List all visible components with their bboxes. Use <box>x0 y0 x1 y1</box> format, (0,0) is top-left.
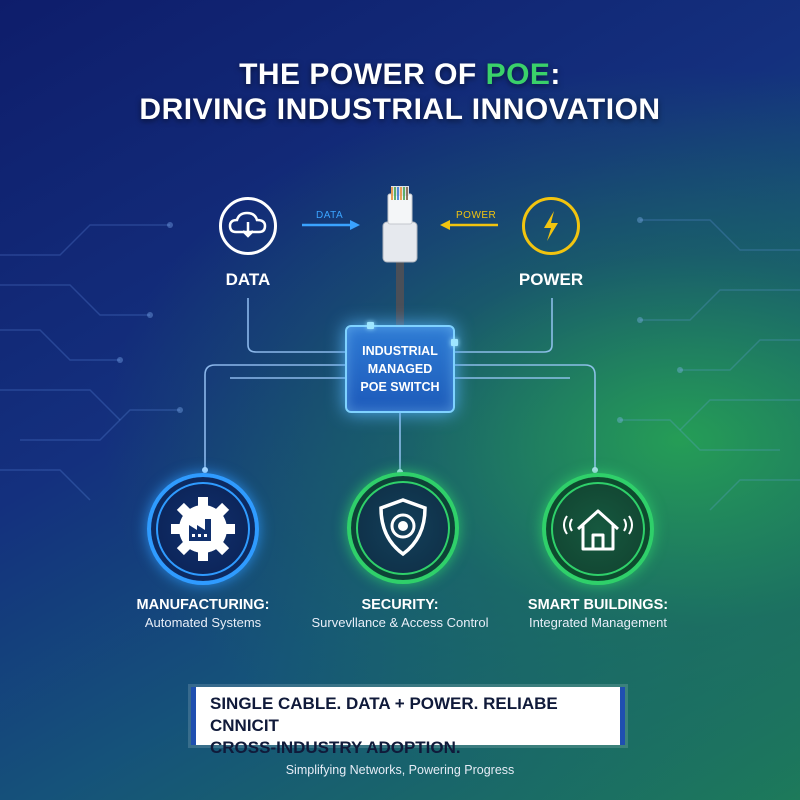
data-label: DATA <box>225 270 271 289</box>
switch-led <box>451 339 458 346</box>
page-title-line-1: THE POWER OF POE: <box>239 58 561 91</box>
data-arrow-label: DATA <box>316 210 344 221</box>
tagline-line-2: CROSS-INDUSTRY ADOPTION. <box>210 738 461 757</box>
switch-led <box>367 322 374 329</box>
poe-switch: INDUSTRIAL MANAGED POE SWITCH <box>345 322 458 413</box>
security-subtitle: Survevllance & Access Control <box>311 615 489 630</box>
manufacturing-title: MANUFACTURING: <box>136 597 270 613</box>
security-title: SECURITY: <box>361 597 439 613</box>
power-arrow-label: POWER <box>456 210 497 221</box>
smart-buildings-subtitle: Integrated Management <box>528 615 668 630</box>
data-arrow <box>302 220 360 230</box>
cloud-download-icon <box>219 197 277 255</box>
tagline-banner: SINGLE CABLE. DATA + POWER. RELIABE CNNI… <box>191 687 625 757</box>
shield-camera-icon <box>347 472 459 584</box>
footer-slogan: Simplifying Networks, Powering Progress <box>285 763 515 777</box>
smart-buildings-title: SMART BUILDINGS: <box>527 597 669 613</box>
manufacturing-subtitle: Automated Systems <box>144 615 262 630</box>
switch-label: INDUSTRIAL MANAGED POE SWITCH <box>360 344 440 394</box>
power-label: POWER <box>518 270 584 289</box>
tagline-line-1: SINGLE CABLE. DATA + POWER. RELIABE CNNI… <box>210 694 558 735</box>
ethernet-connector-icon <box>382 186 418 328</box>
lightning-bolt-icon <box>522 197 580 255</box>
smart-home-icon <box>542 473 654 585</box>
factory-gear-icon <box>147 473 259 585</box>
power-arrow <box>440 220 498 230</box>
page-title-line-2: DRIVING INDUSTRIAL INNOVATION <box>139 93 661 126</box>
